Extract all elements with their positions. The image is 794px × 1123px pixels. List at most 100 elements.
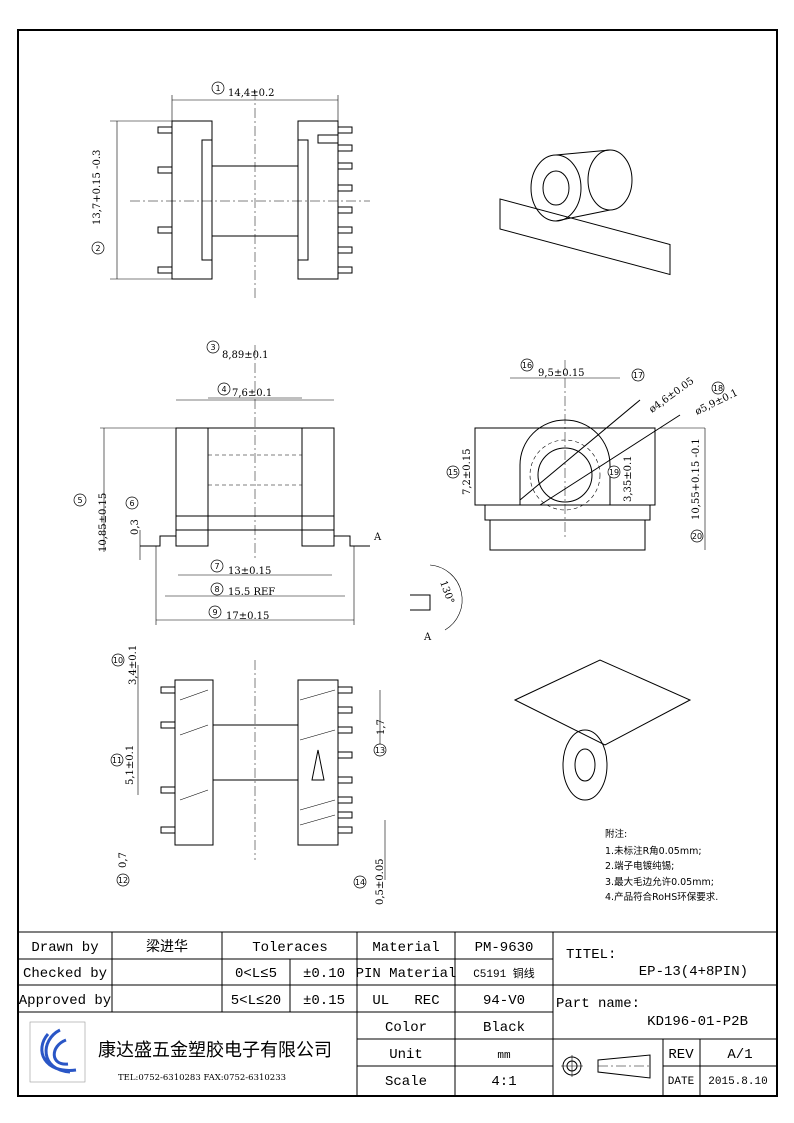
part-name-value: KD196-01-P2B: [647, 1014, 748, 1030]
rev-value: A/1: [727, 1047, 752, 1063]
note-item: 3.最大毛边允许0.05mm;: [605, 876, 714, 888]
pin: [337, 706, 353, 714]
pin: [157, 126, 173, 134]
title-label: TITEL:: [566, 947, 616, 963]
pin: [337, 206, 353, 214]
dimension-marker: [116, 873, 130, 887]
dimension-marker: [111, 653, 125, 667]
dimension-number: 13: [375, 746, 385, 755]
iso-view-top: [499, 149, 671, 276]
dimension-number: 1: [215, 84, 220, 93]
unit-value: mm: [497, 1050, 511, 1062]
dimension-marker: [211, 81, 225, 95]
dimension-marker: [125, 496, 139, 510]
dimension-number: 9: [212, 608, 217, 617]
dimension-marker: [217, 382, 231, 396]
tolerance-value-2: ±0.15: [303, 993, 345, 1009]
dimension-marker: [91, 241, 105, 255]
pin: [337, 246, 353, 254]
drawn-by-label: Drawn by: [31, 940, 98, 956]
pin-material-value: C5191 铜线: [473, 966, 535, 981]
front-view: [100, 345, 370, 625]
pin: [337, 184, 353, 192]
dimension-label: 1,7: [376, 719, 387, 735]
pin: [160, 786, 176, 794]
dimension-label: 10,55+0.15 -0.1: [691, 438, 702, 520]
dimension-label: 13±0.15: [228, 566, 271, 577]
notes: 附注: 1.未标注R角0.05mm; 2.端子电镀纯锡; 3.最大毛边允许0.0…: [605, 828, 718, 903]
note-item: 1.未标注R角0.05mm;: [605, 845, 702, 857]
dimension-number: 11: [112, 756, 122, 765]
pin: [337, 776, 353, 784]
dimension-label: 3,4±0.1: [128, 645, 139, 685]
pin: [337, 726, 353, 734]
bottom-view: [137, 660, 386, 880]
detail-a-label: A: [423, 632, 432, 643]
dimension-number: 18: [713, 384, 723, 393]
tolerance-range-1: 0<L≤5: [235, 966, 277, 982]
dimension-number: 3: [210, 343, 215, 352]
dimension-number: 20: [692, 532, 702, 541]
dimension-label: 7,2±0.15: [462, 448, 473, 495]
dimension-marker: [208, 605, 222, 619]
dimension-label: 5,1±0.1: [125, 745, 136, 785]
dimension-label: 9,5±0.15: [538, 368, 585, 379]
dimension-number: 10: [113, 656, 123, 665]
dimension-marker: [690, 529, 704, 543]
dimension-number: 8: [214, 585, 219, 594]
pin: [157, 226, 173, 234]
ul-label: UL REC: [372, 993, 439, 1009]
dimension-number: 7: [214, 562, 219, 571]
projection-symbol-icon: [561, 1054, 651, 1079]
pin: [337, 686, 353, 694]
color-value: Black: [483, 1020, 525, 1036]
pin: [337, 796, 353, 804]
pin: [337, 811, 353, 819]
title-value: EP-13(4+8PIN): [639, 964, 748, 980]
rev-label: REV: [668, 1047, 694, 1063]
note-item: 2.端子电镀纯锡;: [605, 860, 674, 872]
dimension-marker: [73, 493, 87, 507]
note-item: 4.产品符合RoHS环保要求.: [605, 891, 718, 903]
dimension-marker: [210, 559, 224, 573]
dimension-label: 0,5±0.05: [375, 858, 386, 905]
dimension-label: ø4,6±0.05: [647, 376, 696, 416]
checked-by-label: Checked by: [23, 966, 107, 982]
pin: [337, 826, 353, 834]
tolerance-value-1: ±0.10: [303, 966, 345, 982]
dimension-marker: [210, 582, 224, 596]
dimension-marker: [631, 368, 645, 382]
date-value: 2015.8.10: [708, 1076, 767, 1088]
tolerance-range-2: 5<L≤20: [231, 993, 281, 1009]
dimension-marker: [520, 358, 534, 372]
detail-a: [410, 564, 463, 631]
company-contact: TEL:0752-6310283 FAX:0752-6310233: [118, 1073, 286, 1083]
dimension-number: 2: [95, 244, 100, 253]
pin: [160, 826, 176, 834]
pin: [160, 721, 176, 729]
dimension-label: 17±0.15: [226, 611, 269, 622]
angle-label: 130°: [437, 579, 456, 605]
dimension-label: 0,7: [118, 852, 129, 868]
dimension-number: 15: [448, 468, 458, 477]
drawing-frame: [17, 29, 778, 1097]
dimension-number: 16: [522, 361, 532, 370]
dimension-label: 3,35±0.1: [623, 455, 634, 502]
title-block: Drawn by 梁进华 Toleraces Checked by Approv…: [18, 931, 777, 1096]
top-view: [110, 90, 370, 300]
date-label: DATE: [668, 1076, 695, 1088]
dimension-marker: [373, 743, 387, 757]
dimension-label: 13,7+0.15 -0.3: [92, 150, 103, 225]
pin: [337, 162, 353, 170]
dimension-marker: [353, 875, 367, 889]
pin: [337, 266, 353, 274]
dimension-number: 4: [221, 385, 226, 394]
dimension-label: 10,85±0.15: [98, 493, 109, 552]
dimension-label: 0,3: [130, 519, 141, 535]
dimension-marker: [711, 381, 725, 395]
company-name: 康达盛五金塑胶电子有限公司: [98, 1040, 332, 1061]
material-value: PM-9630: [475, 940, 534, 956]
dimension-marker: [110, 753, 124, 767]
pin: [337, 144, 353, 152]
